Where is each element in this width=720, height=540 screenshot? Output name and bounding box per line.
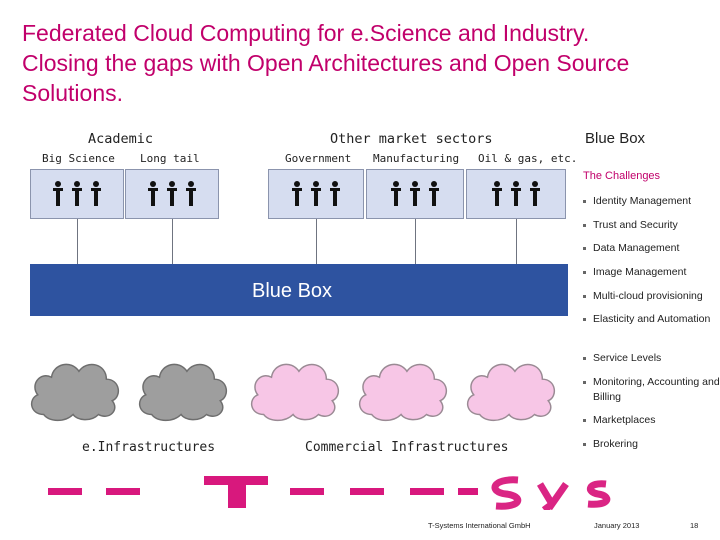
bullet-icon [583, 443, 586, 446]
title-line-2: Closing the gaps with Open Architectures… [22, 50, 630, 76]
challenges-heading: The Challenges [583, 170, 661, 182]
label-government: Government [285, 152, 352, 165]
users-icon [292, 181, 340, 206]
user-box-big-science [30, 169, 124, 219]
user-box-oil-gas [466, 169, 566, 219]
bullet-icon [583, 200, 586, 203]
t-systems-logo-icon [48, 476, 611, 510]
blue-box-band [30, 264, 568, 316]
user-box-government [268, 169, 364, 219]
grey-cloud-icon [138, 363, 228, 422]
pink-cloud-icon [466, 363, 556, 422]
title-line-3: Solutions. [22, 80, 124, 106]
bullet-icon [583, 318, 586, 321]
pink-cloud-icon [250, 363, 340, 422]
bullet-icon [583, 381, 586, 384]
blue-box-band-label: Blue Box [252, 280, 333, 302]
group-other-sectors: Other market sectors [330, 131, 493, 147]
bullet-icon [583, 295, 586, 298]
bullet-icon [583, 357, 586, 360]
label-long-tail: Long tail [140, 152, 200, 165]
connector-line [172, 219, 173, 264]
connector-line [77, 219, 78, 264]
label-e-infrastructures: e.Infrastructures [82, 440, 216, 455]
connector-line [316, 219, 317, 264]
group-blue-box: Blue Box [585, 130, 646, 147]
users-icon [391, 181, 439, 206]
connector-line [415, 219, 416, 264]
bullet-icon [583, 419, 586, 422]
user-box-long-tail [125, 169, 219, 219]
slide-title: Federated Cloud Computing for e.Science … [22, 18, 662, 108]
bullet-icon [583, 271, 586, 274]
label-commercial-infrastructures: Commercial Infrastructures [305, 440, 509, 455]
users-icon [53, 181, 101, 206]
pink-cloud-icon [358, 363, 448, 422]
label-big-science: Big Science [42, 152, 115, 165]
bullet-icon [583, 247, 586, 250]
title-line-1: Federated Cloud Computing for e.Science … [22, 20, 590, 46]
label-oil-gas: Oil & gas, etc. [478, 152, 578, 165]
connector-line [516, 219, 517, 264]
users-icon [148, 181, 196, 206]
grey-cloud-icon [30, 363, 120, 422]
user-box-manufacturing [366, 169, 464, 219]
footer-page-number: 18 [690, 521, 699, 530]
bullet-icon [583, 224, 586, 227]
footer-date: January 2013 [594, 521, 640, 530]
label-manufacturing: Manufacturing [373, 152, 460, 165]
users-icon [492, 181, 540, 206]
footer-company: T-Systems International GmbH [428, 521, 531, 530]
group-academic: Academic [88, 131, 154, 147]
